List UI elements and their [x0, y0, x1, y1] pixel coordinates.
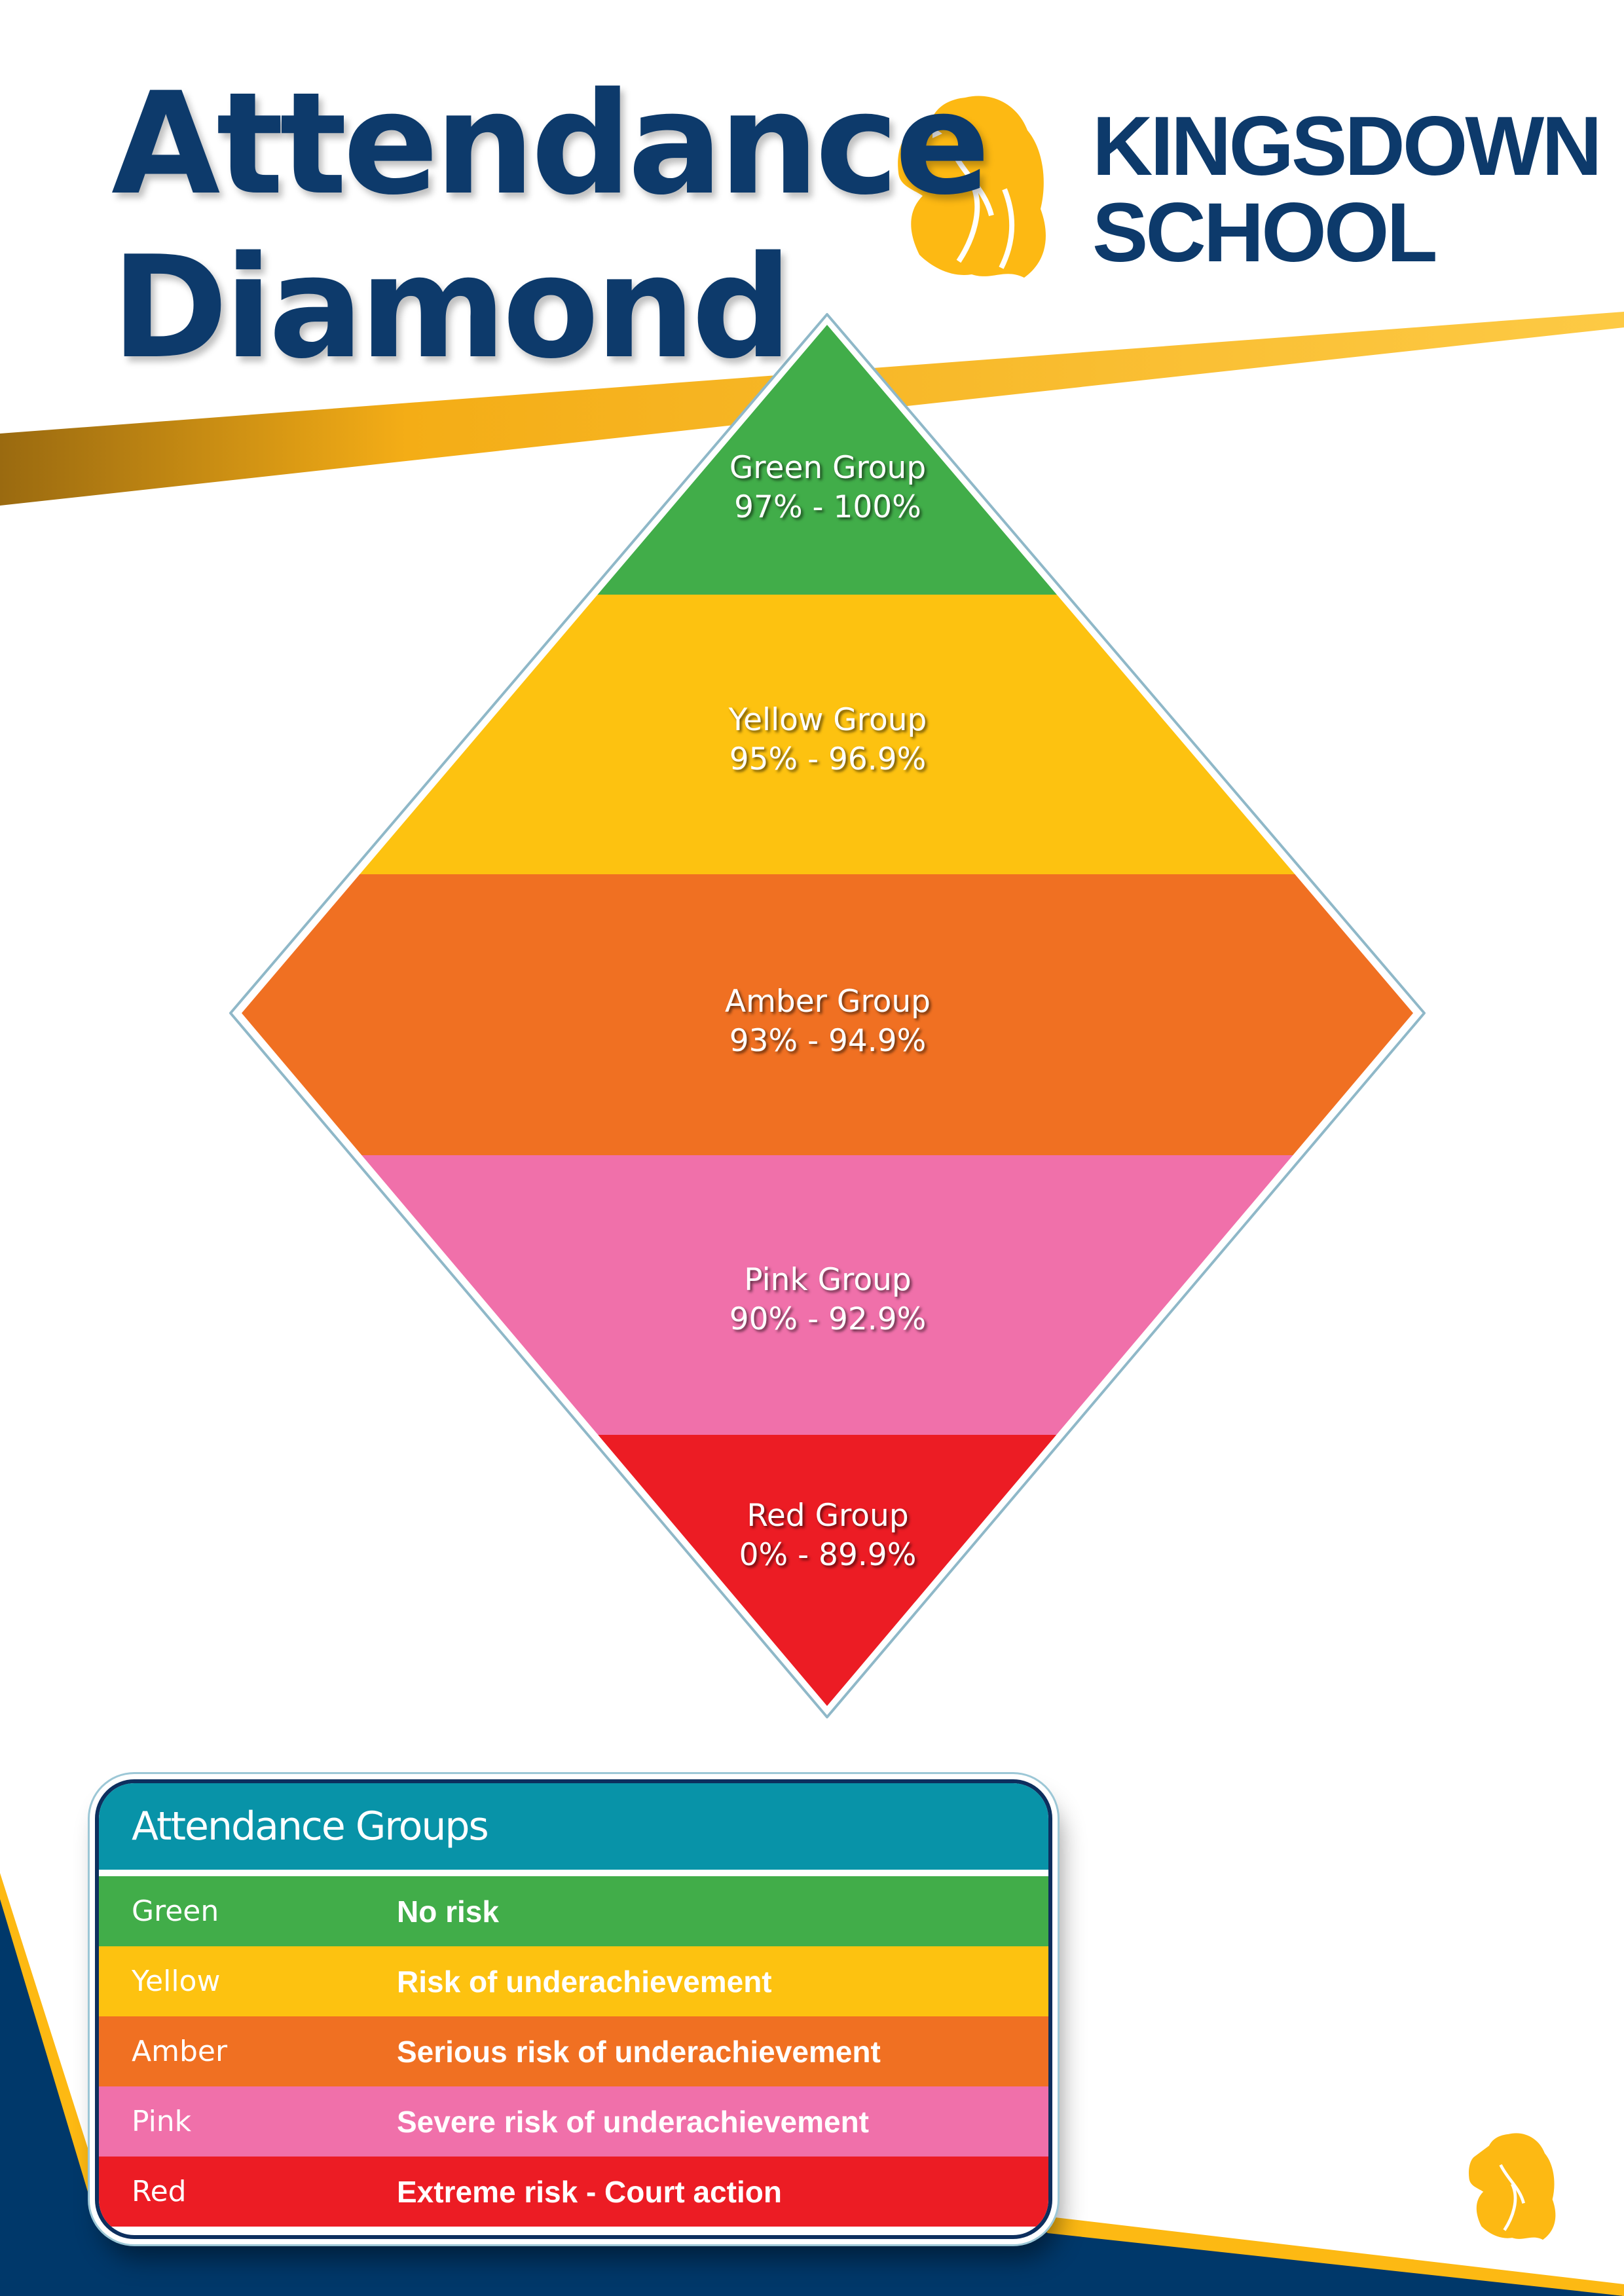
page-title: Attendance Diamond — [111, 62, 990, 390]
table-title: Attendance Groups — [99, 1783, 1048, 1876]
table-row: Green No risk — [99, 1876, 1048, 1946]
band-name: Yellow Group — [728, 702, 927, 738]
table-row: Amber Serious risk of underachievement — [99, 2016, 1048, 2086]
table-row: Pink Severe risk of underachievement — [99, 2086, 1048, 2157]
title-line-1: Attendance — [111, 62, 990, 226]
bottom-navy-shape — [0, 1879, 1624, 2296]
table-row: Yellow Risk of underachievement — [99, 1946, 1048, 2016]
school-name: KINGSDOWN SCHOOL — [1092, 100, 1602, 280]
group-name: Green — [132, 1895, 219, 1928]
title-line-2: Diamond — [111, 225, 792, 390]
table-row: Red Extreme risk - Court action — [99, 2157, 1048, 2227]
bottom-gold-stripe — [1022, 2213, 1624, 2296]
left-gold-stripe — [0, 1873, 98, 2227]
band-range: 0% - 89.9% — [739, 1537, 917, 1573]
band-range: 93% - 94.9% — [729, 1023, 927, 1059]
group-name: Yellow — [132, 1965, 221, 1998]
risk-level: No risk — [397, 1894, 499, 1929]
lion-head-icon — [898, 96, 1046, 278]
group-name: Amber — [132, 2035, 228, 2068]
lion-head-small-icon — [1468, 2133, 1556, 2240]
group-name: Red — [132, 2175, 187, 2208]
band-name: Red Group — [747, 1498, 909, 1534]
school-name-line-1: KINGSDOWN — [1092, 100, 1602, 193]
risk-level: Severe risk of underachievement — [397, 2104, 869, 2139]
group-name: Pink — [132, 2105, 192, 2138]
band-range: 97% - 100% — [734, 489, 921, 525]
band-range: 90% - 92.9% — [729, 1301, 927, 1337]
band-range: 95% - 96.9% — [729, 741, 927, 777]
band-name: Amber Group — [724, 984, 931, 1020]
school-name-line-2: SCHOOL — [1092, 186, 1438, 280]
risk-level: Risk of underachievement — [397, 1964, 772, 1999]
diamond-band-amber — [242, 874, 1413, 1155]
band-name: Pink Group — [744, 1262, 912, 1298]
risk-level: Serious risk of underachievement — [397, 2034, 881, 2069]
band-name: Green Group — [729, 450, 927, 486]
risk-level: Extreme risk - Court action — [397, 2174, 782, 2209]
